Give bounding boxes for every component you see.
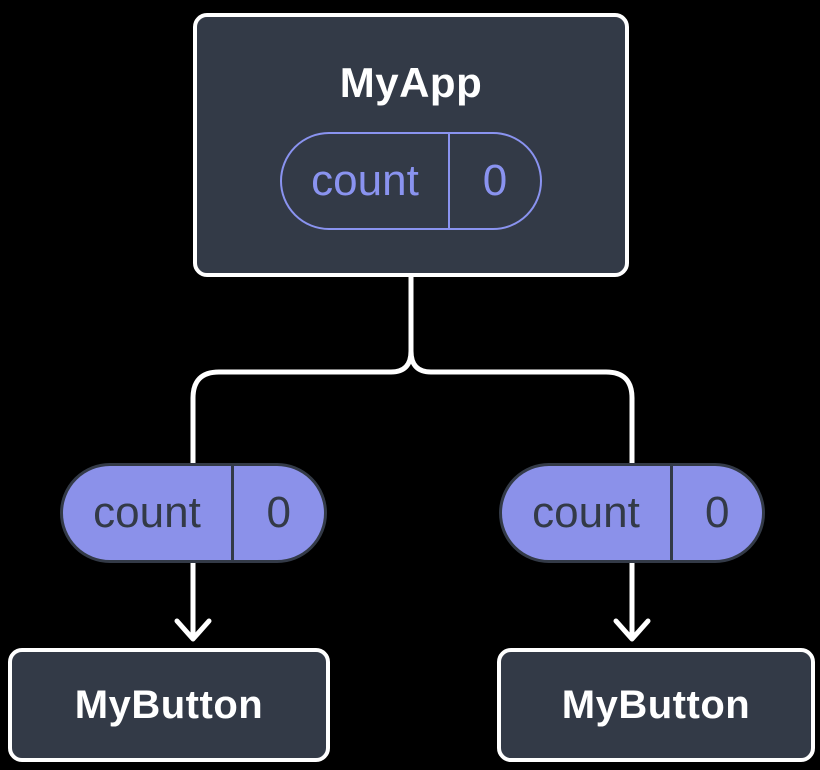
- child-component-box: MyButton: [8, 648, 330, 762]
- pill-divider: [231, 466, 234, 560]
- prop-pill: count 0: [60, 463, 327, 563]
- arrow-down-icon: [613, 618, 651, 642]
- child-component-title: MyButton: [561, 682, 751, 727]
- arrow-down-icon: [174, 618, 212, 642]
- prop-value-label: 0: [705, 488, 730, 537]
- pill-divider: [448, 134, 450, 228]
- state-value-label: 0: [482, 156, 508, 205]
- pill-divider: [670, 466, 673, 560]
- connector-branch-left: [190, 274, 414, 637]
- prop-name-label: count: [532, 488, 640, 537]
- parent-component-box: MyApp count 0: [193, 13, 629, 277]
- connector-branch-right: [408, 274, 635, 637]
- child-component-title: MyButton: [74, 682, 264, 727]
- prop-value-label: 0: [266, 488, 291, 537]
- state-name-label: count: [311, 156, 419, 205]
- child-component-box: MyButton: [497, 648, 815, 762]
- prop-pill: count 0: [499, 463, 765, 563]
- parent-component-title: MyApp: [339, 59, 483, 106]
- state-pill: count 0: [280, 132, 542, 230]
- prop-name-label: count: [93, 488, 201, 537]
